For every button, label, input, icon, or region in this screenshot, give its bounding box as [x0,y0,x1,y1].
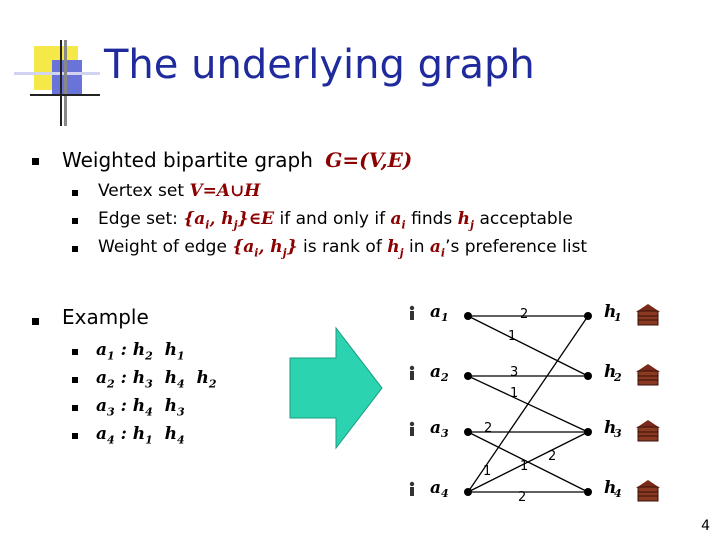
applicant-node [464,312,472,320]
person-icon [409,305,415,311]
person-icon [410,487,414,496]
house-icon [636,420,660,428]
house-icon [637,426,659,442]
house-icon [637,310,659,326]
applicant-subscript: 1 [441,311,449,324]
slide-title: The underlying graph [104,42,535,88]
sub-bullet-marker [72,246,78,252]
house-icon [636,364,660,372]
edge-weight-label: 3 [510,365,518,380]
person-icon [410,311,414,320]
applicant-node [464,372,472,380]
edge-weight-label: 2 [520,307,528,322]
preference-list-item: a3 : h4 h3 [96,396,185,419]
house-icon [636,304,660,312]
applicant-subscript: 4 [441,487,449,500]
house-node [584,372,592,380]
edge-weight-label: 2 [548,449,556,464]
house-subscript: 2 [613,371,622,384]
graph-edge [467,315,589,493]
house-subscript: 4 [614,487,622,500]
preference-list-item: a1 : h2 h1 [96,340,185,363]
house-node [584,488,592,496]
applicant-subscript: 3 [441,427,449,440]
bullet-example: Example [62,305,149,329]
applicant-node [464,428,472,436]
applicant-node [464,488,472,496]
edge-weight-label: 1 [508,329,516,344]
applicant-subscript: 2 [440,371,449,384]
house-label: h [604,362,616,382]
preference-list-item: a2 : h3 h4 h2 [96,368,217,391]
sub-bullet-marker [72,433,78,439]
house-subscript: 1 [614,311,622,324]
edge-weight-label: 1 [520,459,528,474]
page-number: 4 [701,518,710,534]
bullet-marker [32,158,39,165]
sub-bullet-weight: Weight of edge {ai, hj} is rank of hj in… [98,237,588,260]
preference-list-item: a4 : h1 h4 [96,424,185,447]
applicant-label: a [430,302,441,322]
edge-weight-label: 2 [518,490,526,505]
bullet-marker [32,318,39,325]
sub-bullet-marker [72,405,78,411]
person-icon [410,371,414,380]
bullet-weighted-bipartite: Weighted bipartite graph G=(V,E) [62,148,413,172]
edge-weight-label: 1 [510,386,518,401]
person-icon [409,365,415,371]
corner-decoration [0,0,100,130]
sub-bullet-marker [72,190,78,196]
edge-weight-label: 2 [484,421,492,436]
sub-bullet-marker [72,377,78,383]
person-icon [409,421,415,427]
graph-edge [467,431,589,493]
graph-edge [467,315,589,377]
house-icon [636,480,660,488]
sub-bullet-marker [72,349,78,355]
applicant-label: a [430,362,441,382]
right-arrow-shape [289,326,383,450]
sub-bullet-vertex-set: Vertex set V=A∪H [98,181,261,201]
sub-bullet-edge-set: Edge set: {ai, hj}∈E if and only if ai f… [98,209,573,232]
house-icon [637,370,659,386]
sub-bullet-marker [72,218,78,224]
applicant-label: a [430,478,441,498]
edge-weight-label: 1 [483,464,491,479]
house-label: h [604,478,616,498]
house-subscript: 3 [614,427,622,440]
house-icon [637,486,659,502]
house-label: h [604,418,616,438]
person-icon [409,481,415,487]
applicant-label: a [430,418,441,438]
person-icon [410,427,414,436]
house-label: h [604,302,616,322]
house-node [584,428,592,436]
house-node [584,312,592,320]
